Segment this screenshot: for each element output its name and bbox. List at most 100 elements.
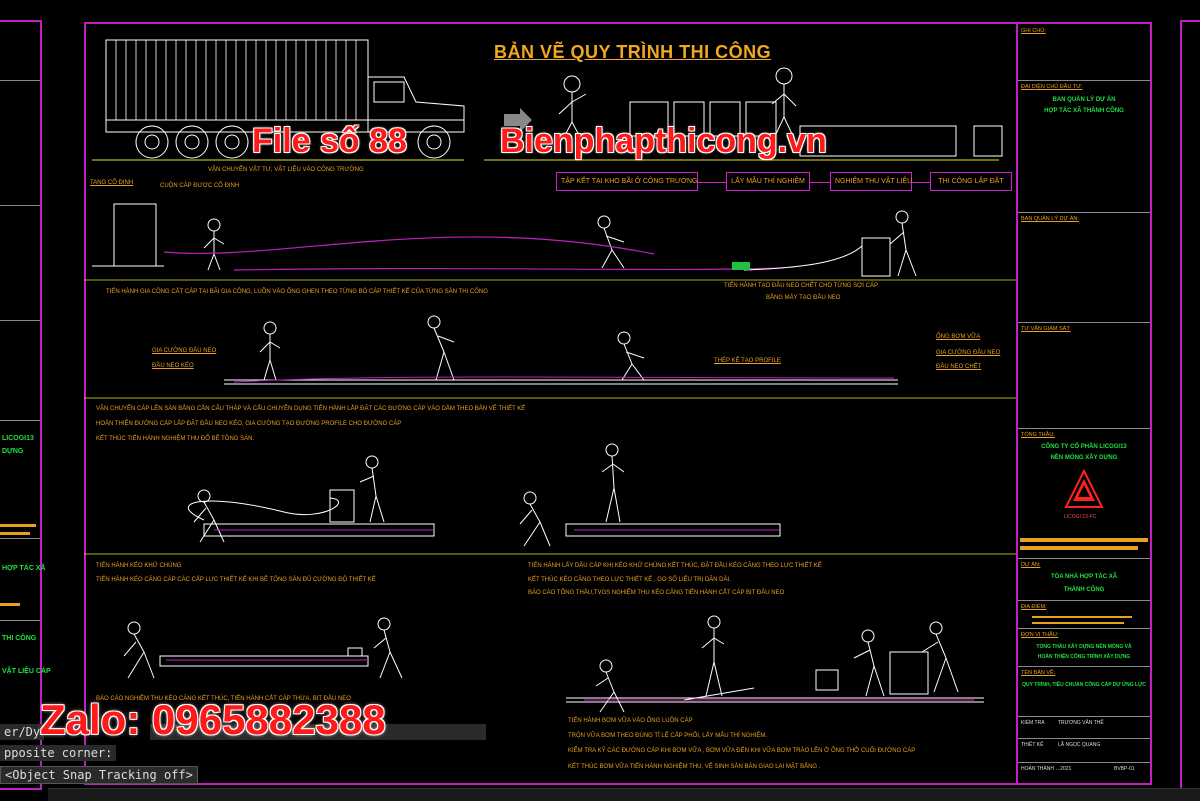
flow-step-sampling: LẤY MẪU THÍ NGHIỆM	[726, 172, 810, 191]
project-name: TÒA NHÀ HỢP TÁC XÃ	[1050, 574, 1118, 580]
contractor-name: NỀN MÓNG XÂY DỰNG	[1050, 455, 1118, 461]
grout-pipe-label: ỐNG BƠM VỮA	[936, 334, 981, 340]
check-name: TRƯƠNG VĂN THẾ	[1058, 720, 1104, 726]
next-sheet-frame	[1180, 20, 1200, 790]
left-sheet-divider	[0, 320, 40, 321]
flow-arrow	[912, 182, 930, 183]
tb-divider	[1018, 558, 1150, 559]
tb-divider	[1018, 322, 1150, 323]
command-history-line: er/Dy	[0, 724, 45, 740]
anchor-machine	[732, 262, 750, 270]
step6-text: KIỂM TRA KỸ CÁC ĐƯỜNG CÁP KHI BƠM VỮA , …	[568, 748, 916, 754]
design-name: LÃ NGỌC QUANG	[1058, 742, 1101, 748]
left-panel-text: HỢP TÁC XÃ	[2, 565, 46, 572]
truck-illustration	[105, 39, 465, 159]
watermark-zalo: Zalo: 0965882388	[40, 696, 386, 743]
watermark-file-label: File số 88	[252, 122, 407, 160]
step4-text: KẾT THÚC KÉO CĂNG THEO LỰC THIẾT KẾ , GO…	[528, 577, 731, 583]
left-panel-text: DỰNG	[2, 448, 24, 455]
project-name: THÀNH CÔNG	[1063, 587, 1105, 593]
watermark-site: Bienphapthicong.vn	[500, 122, 827, 160]
tb-divider	[1018, 428, 1150, 429]
tb-divider	[1018, 80, 1150, 81]
drawing-frame	[84, 22, 1152, 785]
address-line	[1032, 622, 1124, 624]
tb-divider	[1018, 666, 1150, 667]
profile-steel-label: THÉP KÊ TẠO PROFILE	[714, 358, 781, 364]
anchor-pull-label: ĐẦU NEO KÉO	[152, 363, 194, 369]
step6-text: TIẾN HÀNH BƠM VỮA VÀO ỐNG LUỒN CÁP	[568, 718, 693, 724]
licogi-logo-icon	[1064, 469, 1104, 508]
tb-divider	[1018, 762, 1150, 763]
orange-bar	[1020, 538, 1148, 542]
sheet-number: BVBP-01	[1114, 766, 1135, 772]
left-panel-orange-bar	[0, 532, 30, 535]
date-label: HOÀN THÀNH	[1021, 766, 1054, 772]
dead-anchor-label: ĐẦU NEO CHẾT	[936, 364, 982, 370]
left-panel-text: LICOGI13	[2, 435, 34, 442]
left-sheet-frame	[0, 20, 42, 790]
tb-divider	[1018, 716, 1150, 717]
command-history-bg	[150, 724, 486, 740]
fixed-frame-label: TANG CỐ ĐỊNH	[90, 180, 134, 186]
investor-label: ĐẠI DIỆN CHỦ ĐẦU TƯ:	[1021, 84, 1083, 90]
left-panel-orange-bar	[0, 603, 20, 606]
drawing-name: QUY TRÌNH, TIÊU CHUẨN CÔNG CÁP DỰ ỨNG LỰ…	[1022, 682, 1146, 688]
left-panel-orange-bar	[0, 524, 36, 527]
command-history-line: pposite corner:	[0, 745, 117, 761]
step6-text: TRỘN VỮA BƠM THEO ĐÚNG TỈ LỆ CẤP PHỐI, L…	[568, 733, 768, 739]
step2-text: KẾT THÚC TIẾN HÀNH NGHIỆM THU ĐỔ BÊ TÔNG…	[96, 436, 255, 442]
contractor-label: TỔNG THẦU:	[1021, 432, 1055, 438]
address-label: ĐỊA ĐIỂM:	[1021, 604, 1047, 610]
date-value: ...2021	[1056, 766, 1072, 772]
flow-step-acceptance: NGHIỆM THU VẬT LIỆU	[830, 172, 912, 191]
tb-divider	[1018, 212, 1150, 213]
left-panel-text: THI CÔNG	[2, 635, 37, 642]
left-sheet-divider	[0, 420, 40, 421]
title-block: GHI CHÚ: ĐẠI DIỆN CHỦ ĐẦU TƯ: BAN QUẢN L…	[1018, 24, 1150, 783]
pm-label: BAN QUẢN LÝ DỰ ÁN:	[1021, 216, 1079, 222]
cable-coil-label: CUỘN CÁP ĐƯỢC CỐ ĐỊNH	[160, 183, 240, 189]
step4-text: TIẾN HÀNH LẤY DẤU CÁP KHI KÉO KHỬ CHÙNG …	[528, 563, 822, 569]
address-line	[1032, 616, 1132, 618]
title-block-divider	[1016, 24, 1018, 783]
truck-caption: VẬN CHUYỂN VẬT TƯ, VẬT LIỆU VÀO CÔNG TRƯ…	[208, 167, 364, 173]
supervisor-label: TƯ VẤN GIÁM SÁT:	[1021, 326, 1071, 332]
left-sheet-divider	[0, 205, 40, 206]
left-panel-text: VẬT LIỆU CÁP	[2, 668, 51, 675]
flow-arrow	[810, 182, 830, 183]
arrow-icon	[504, 108, 532, 132]
step3-text: TIẾN HÀNH KÉO CĂNG CÁP CÁC CẤP LỰC THIẾT…	[96, 577, 376, 583]
cable-curve	[743, 245, 863, 271]
investor-name: HỢP TÁC XÃ THÀNH CÔNG	[1044, 108, 1124, 114]
design-label: THIẾT KẾ	[1021, 742, 1044, 748]
check-label: KIỂM TRA	[1021, 720, 1045, 726]
rebar-anchor-label: GIA CƯỜNG ĐẦU NEO	[152, 348, 217, 354]
anchor-make-text: BẰNG MÁY TẠO ĐẦU NEO	[766, 295, 841, 301]
cable-line	[233, 376, 895, 383]
cable-curve	[233, 267, 785, 271]
flow-step-stockpile: TẬP KẾT TẠI KHO BÃI Ở CÔNG TRƯỜNG	[556, 172, 698, 191]
tb-divider	[1018, 628, 1150, 629]
flow-step-install: THI CÔNG LẮP ĐẶT	[930, 172, 1012, 191]
cable-line	[683, 687, 755, 701]
left-sheet-divider	[0, 620, 40, 621]
horizontal-scrollbar[interactable]	[48, 788, 1200, 801]
orange-bar	[1020, 546, 1138, 550]
step2-text: VẬN CHUYỂN CÁP LÊN SÀN BẰNG CẦN CẨU THÁP…	[96, 406, 526, 412]
tb-divider	[1018, 600, 1150, 601]
note-label: GHI CHÚ:	[1021, 28, 1046, 34]
construction-diagram	[84, 39, 1016, 713]
command-input[interactable]: <Object Snap Tracking off>	[0, 766, 198, 784]
contents-text: TỔNG THẦU XÂY DỰNG NỀN MÓNG VÀ	[1036, 644, 1132, 650]
step5-text: BÁO CÁO NGHIỆM THU KÉO CĂNG KẾT THÚC, TI…	[96, 696, 351, 702]
rebar-anchor-label: GIA CƯỜNG ĐẦU NEO	[936, 350, 1001, 356]
contractor-name: CÔNG TY CỔ PHẦN LICOGI13	[1041, 444, 1127, 450]
left-sheet-divider	[0, 538, 40, 539]
tb-divider	[1018, 738, 1150, 739]
anchor-make-text: TIẾN HÀNH TẠO ĐẦU NEO CHẾT CHO TỪNG SỢI …	[724, 283, 878, 289]
contents-label: ĐƠN VỊ THẦU:	[1021, 632, 1059, 638]
drawing-title: BẢN VẼ QUY TRÌNH THI CÔNG	[494, 42, 772, 62]
drawing-name-label: TÊN BẢN VẼ:	[1021, 670, 1056, 676]
step2-text: HOÀN THIỆN ĐƯỜNG CÁP LẮP ĐẶT ĐẦU NEO KÉO…	[96, 421, 402, 427]
